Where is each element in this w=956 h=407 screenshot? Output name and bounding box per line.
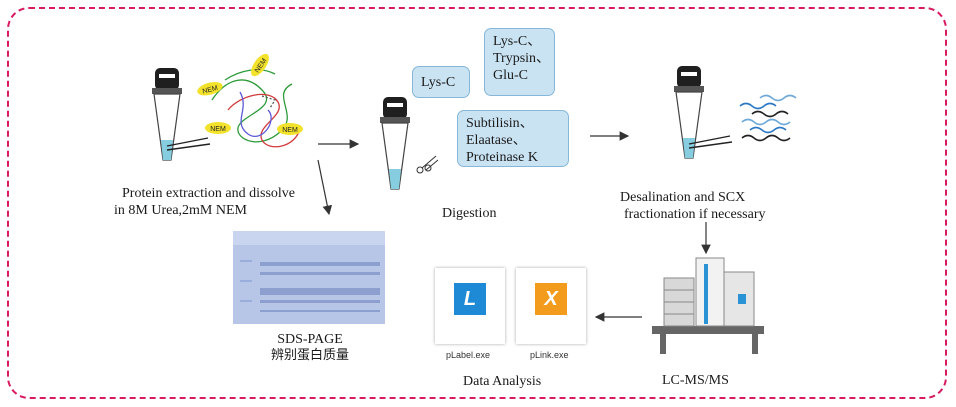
data-analysis-label: Data Analysis <box>463 374 542 389</box>
plabel-logo-icon: L <box>454 283 486 315</box>
lcms-instrument <box>652 257 764 354</box>
desalination-label-line1: Desalination and SCX <box>620 190 746 205</box>
plink-logo-icon: X <box>535 283 567 315</box>
svg-text:NEM: NEM <box>210 126 226 133</box>
tube-icon-extraction <box>152 68 211 161</box>
plabel-app-icon[interactable]: L <box>435 268 505 344</box>
enzyme-box-nonspecific: Subtilisin、 Elaatase、 Proteinase K <box>457 110 569 167</box>
plabel-exe-label: pLabel.exe <box>446 350 491 360</box>
extraction-label-line1: Protein extraction and dissolve <box>122 186 296 201</box>
arrow-to-sds-page <box>317 159 333 216</box>
tube-icon-desalination <box>674 66 733 159</box>
svg-text:NEM: NEM <box>282 127 298 134</box>
desalination-label-line2: fractionation if necessary <box>624 207 766 222</box>
scissors-icon <box>416 155 439 174</box>
nem-tag: NEM <box>251 53 269 77</box>
protein-tangle <box>211 69 301 148</box>
peptide-fragments <box>739 94 797 142</box>
sds-page-label: SDS-PAGE <box>277 332 343 347</box>
enzyme-box-lysc: Lys-C <box>412 66 470 98</box>
digestion-label: Digestion <box>442 206 497 221</box>
sds-page-sublabel: 辨别蛋白质量 <box>270 348 349 363</box>
nem-tag: NEM <box>205 122 231 134</box>
extraction-label-line2: in 8M Urea,2mM NEM <box>114 203 247 218</box>
dashed-frame <box>7 7 947 399</box>
nem-tag: NEM <box>197 82 223 96</box>
nem-tag: NEM <box>277 123 303 135</box>
lcms-label: LC-MS/MS <box>662 373 729 388</box>
plink-exe-label: pLink.exe <box>530 350 569 360</box>
tube-icon-digestion <box>380 97 410 190</box>
plink-app-icon[interactable]: X <box>516 268 586 344</box>
svg-text:NEM: NEM <box>202 85 219 96</box>
enzyme-box-multi: Lys-C、 Trypsin、 Glu-C <box>484 28 555 96</box>
sds-page-gel <box>233 231 385 324</box>
